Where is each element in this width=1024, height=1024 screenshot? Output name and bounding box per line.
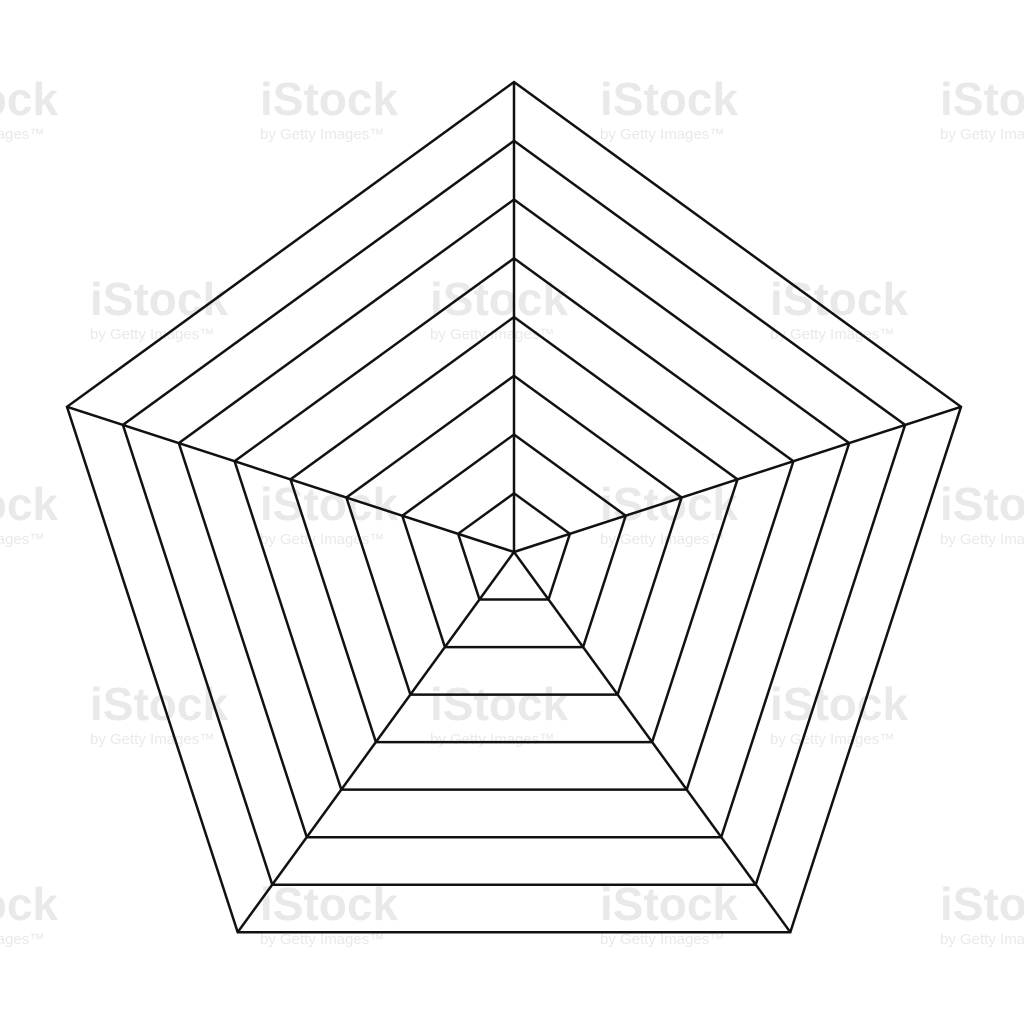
watermark-brand: iStock <box>940 878 1024 930</box>
watermark-tagline: by Getty Images™ <box>90 326 214 343</box>
watermark-tagline: by Getty Images™ <box>600 126 724 143</box>
watermark-tagline: by Getty Images™ <box>0 126 44 143</box>
watermark-tagline: by Getty Images™ <box>770 731 894 748</box>
pentagon-grid <box>65 80 963 934</box>
watermark-brand: iStock <box>770 273 908 325</box>
grid-ring-8 <box>65 80 963 934</box>
grid-ring-2 <box>400 432 628 649</box>
watermark-brand: iStock <box>260 73 398 125</box>
watermark-brand: iStock <box>90 273 228 325</box>
watermark-tagline: by Getty Images™ <box>430 731 554 748</box>
watermark-tagline: by Getty Images™ <box>0 531 44 548</box>
grid-spoke-5 <box>66 405 515 554</box>
watermark-brand: iStock <box>0 878 58 930</box>
watermark-brand: iStock <box>940 478 1024 530</box>
watermark-tagline: by Getty Images™ <box>600 531 724 548</box>
watermark-tagline: by Getty Images™ <box>260 126 384 143</box>
watermark-brand: iStock <box>770 678 908 730</box>
watermark-tagline: by Getty Images™ <box>90 731 214 748</box>
watermark-brand: iStock <box>0 478 58 530</box>
grid-ring-5 <box>233 256 795 791</box>
watermark-tagline: by Getty Images™ <box>600 931 724 948</box>
grid-ring-4 <box>289 315 739 744</box>
watermark-brand: iStock <box>430 273 568 325</box>
grid-ring-7 <box>121 139 907 886</box>
grid-spoke-4 <box>236 551 516 933</box>
watermark-brand: iStock <box>260 478 398 530</box>
grid-ring-1 <box>456 491 572 601</box>
watermark-tagline: by Getty Images™ <box>0 931 44 948</box>
grid-spoke-2 <box>513 405 962 554</box>
watermark-tagline: by Getty Images™ <box>430 326 554 343</box>
watermark-brand: iStock <box>600 878 738 930</box>
grid-spoke-3 <box>512 551 792 933</box>
watermark-tagline: by Getty Images™ <box>940 531 1024 548</box>
watermark-brand: iStock <box>600 73 738 125</box>
watermark-brand: iStock <box>260 878 398 930</box>
watermark-tagline: by Getty Images™ <box>260 531 384 548</box>
grid-ring-6 <box>177 197 851 839</box>
grid-ring-3 <box>344 374 684 696</box>
watermark-brand: iStock <box>0 73 58 125</box>
watermark-tagline: by Getty Images™ <box>940 931 1024 948</box>
watermark-tagline: by Getty Images™ <box>770 326 894 343</box>
watermark-brand: iStock <box>430 678 568 730</box>
watermark-brand: iStock <box>940 73 1024 125</box>
watermark-tagline: by Getty Images™ <box>940 126 1024 143</box>
watermark-tagline: by Getty Images™ <box>260 931 384 948</box>
